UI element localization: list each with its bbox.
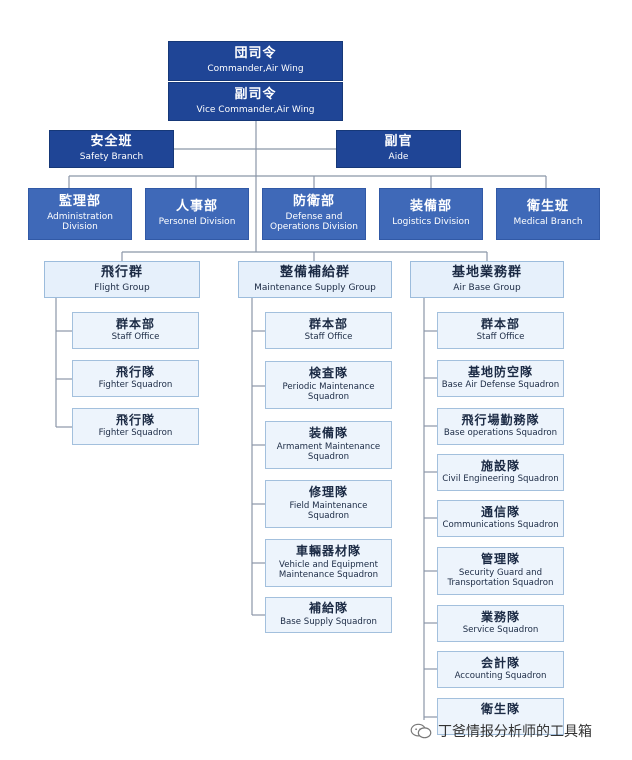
unit-title-en: Armament Maintenance Squadron xyxy=(276,442,381,462)
unit-title: 施設隊 xyxy=(480,458,520,473)
staff-division-title: 人事部 xyxy=(175,199,218,215)
unit-box: 基地防空隊 Base Air Defense Squadron xyxy=(437,360,564,397)
unit-title: 群本部 xyxy=(115,316,155,331)
unit-title-en: Fighter Squadron xyxy=(98,380,173,391)
unit-title-en: Communications Squadron xyxy=(442,520,559,531)
unit-title-en: Service Squadron xyxy=(462,625,539,636)
commander-title-en: Commander,Air Wing xyxy=(207,64,304,75)
staff-division-logistics: 装備部 Logistics Division xyxy=(379,188,483,240)
unit-box: 飛行隊 Fighter Squadron xyxy=(72,408,199,445)
unit-title-en: Vehicle and Equipment Maintenance Squadr… xyxy=(278,560,379,580)
unit-box: 通信隊 Communications Squadron xyxy=(437,500,564,537)
group-title: 整備補給群 xyxy=(279,264,350,280)
commander-title: 団司令 xyxy=(234,46,277,62)
commander-box: 団司令 Commander,Air Wing xyxy=(168,41,343,81)
vice-commander-title-en: Vice Commander,Air Wing xyxy=(196,104,315,115)
aide-box: 副官 Aide xyxy=(336,130,461,168)
unit-title: 補給隊 xyxy=(308,601,348,616)
staff-division-title-en: Administration Division xyxy=(47,212,113,233)
unit-title: 群本部 xyxy=(480,316,520,331)
unit-title-en: Staff Office xyxy=(476,332,525,343)
safety-branch-title: 安全班 xyxy=(90,134,133,150)
unit-title-en: Civil Engineering Squadron xyxy=(442,474,559,485)
unit-title: 車輛器材隊 xyxy=(295,544,361,559)
group-title-en: Flight Group xyxy=(94,282,150,293)
staff-division-personnel: 人事部 Personel Division xyxy=(145,188,249,240)
unit-title-en: Staff Office xyxy=(111,332,160,343)
staff-division-title-en: Logistics Division xyxy=(392,217,470,228)
group-title: 基地業務群 xyxy=(451,264,522,280)
group-flight: 飛行群 Flight Group xyxy=(44,261,200,298)
unit-title: 管理隊 xyxy=(480,552,520,567)
aide-title-en: Aide xyxy=(388,152,409,163)
unit-box: 装備隊 Armament Maintenance Squadron xyxy=(265,421,392,469)
group-title: 飛行群 xyxy=(100,264,143,280)
staff-division-title-en: Defense and Operations Division xyxy=(270,212,358,233)
unit-box: 会計隊 Accounting Squadron xyxy=(437,651,564,688)
unit-title-en: Security Guard and Transportation Squadr… xyxy=(447,568,554,588)
watermark: 丁爸情报分析师的工具箱 xyxy=(410,718,628,744)
unit-title: 群本部 xyxy=(308,316,348,331)
unit-title-en: Field Maintenance Squadron xyxy=(289,501,368,521)
unit-box: 補給隊 Base Supply Squadron xyxy=(265,597,392,633)
safety-branch-title-en: Safety Branch xyxy=(79,152,144,163)
group-maintenance-supply: 整備補給群 Maintenance Supply Group xyxy=(238,261,392,298)
unit-title: 衛生隊 xyxy=(480,702,520,716)
unit-box: 群本部 Staff Office xyxy=(265,312,392,349)
unit-title: 飛行場勤務隊 xyxy=(461,412,540,427)
group-title-en: Air Base Group xyxy=(453,282,521,293)
unit-box: 修理隊 Field Maintenance Squadron xyxy=(265,480,392,528)
unit-title: 修理隊 xyxy=(308,485,348,500)
staff-division-title: 監理部 xyxy=(58,194,101,210)
unit-title: 基地防空隊 xyxy=(467,364,533,379)
staff-division-administration: 監理部 Administration Division xyxy=(28,188,132,240)
unit-title: 検査隊 xyxy=(308,366,348,381)
vice-commander-title: 副司令 xyxy=(234,86,277,102)
unit-box: 群本部 Staff Office xyxy=(72,312,199,349)
unit-title: 業務隊 xyxy=(480,609,520,624)
unit-box: 検査隊 Periodic Maintenance Squadron xyxy=(265,361,392,409)
unit-title-en: Base operations Squadron xyxy=(443,428,558,439)
unit-title-en: Accounting Squadron xyxy=(454,671,547,682)
unit-title: 飛行隊 xyxy=(115,364,155,379)
unit-title-en: Staff Office xyxy=(304,332,353,343)
unit-box: 業務隊 Service Squadron xyxy=(437,605,564,642)
unit-title: 飛行隊 xyxy=(115,412,155,427)
unit-box: 施設隊 Civil Engineering Squadron xyxy=(437,454,564,491)
staff-division-title-en: Medical Branch xyxy=(513,217,583,228)
staff-division-medical: 衛生班 Medical Branch xyxy=(496,188,600,240)
staff-division-title: 装備部 xyxy=(409,199,452,215)
staff-division-title: 衛生班 xyxy=(526,199,569,215)
group-air-base: 基地業務群 Air Base Group xyxy=(410,261,564,298)
unit-title-en: Periodic Maintenance Squadron xyxy=(282,382,375,402)
unit-box: 飛行場勤務隊 Base operations Squadron xyxy=(437,408,564,445)
unit-box: 飛行隊 Fighter Squadron xyxy=(72,360,199,397)
unit-box: 管理隊 Security Guard and Transportation Sq… xyxy=(437,547,564,595)
aide-title: 副官 xyxy=(384,134,413,150)
wechat-icon xyxy=(410,723,432,739)
unit-title-en: Fighter Squadron xyxy=(98,428,173,439)
vice-commander-box: 副司令 Vice Commander,Air Wing xyxy=(168,82,343,121)
staff-division-title-en: Personel Division xyxy=(158,217,236,228)
unit-title: 通信隊 xyxy=(480,504,520,519)
unit-box: 車輛器材隊 Vehicle and Equipment Maintenance … xyxy=(265,539,392,587)
safety-branch-box: 安全班 Safety Branch xyxy=(49,130,174,168)
watermark-text: 丁爸情报分析师的工具箱 xyxy=(438,724,592,740)
unit-title: 会計隊 xyxy=(480,655,520,670)
unit-title-en: Base Air Defense Squadron xyxy=(441,380,560,391)
unit-title: 装備隊 xyxy=(308,426,348,441)
unit-box: 衛生隊 xyxy=(437,698,564,735)
unit-title-en: Base Supply Squadron xyxy=(280,616,377,627)
staff-division-defense-operations: 防衛部 Defense and Operations Division xyxy=(262,188,366,240)
unit-box: 群本部 Staff Office xyxy=(437,312,564,349)
staff-division-title: 防衛部 xyxy=(292,194,335,210)
group-title-en: Maintenance Supply Group xyxy=(254,282,376,293)
